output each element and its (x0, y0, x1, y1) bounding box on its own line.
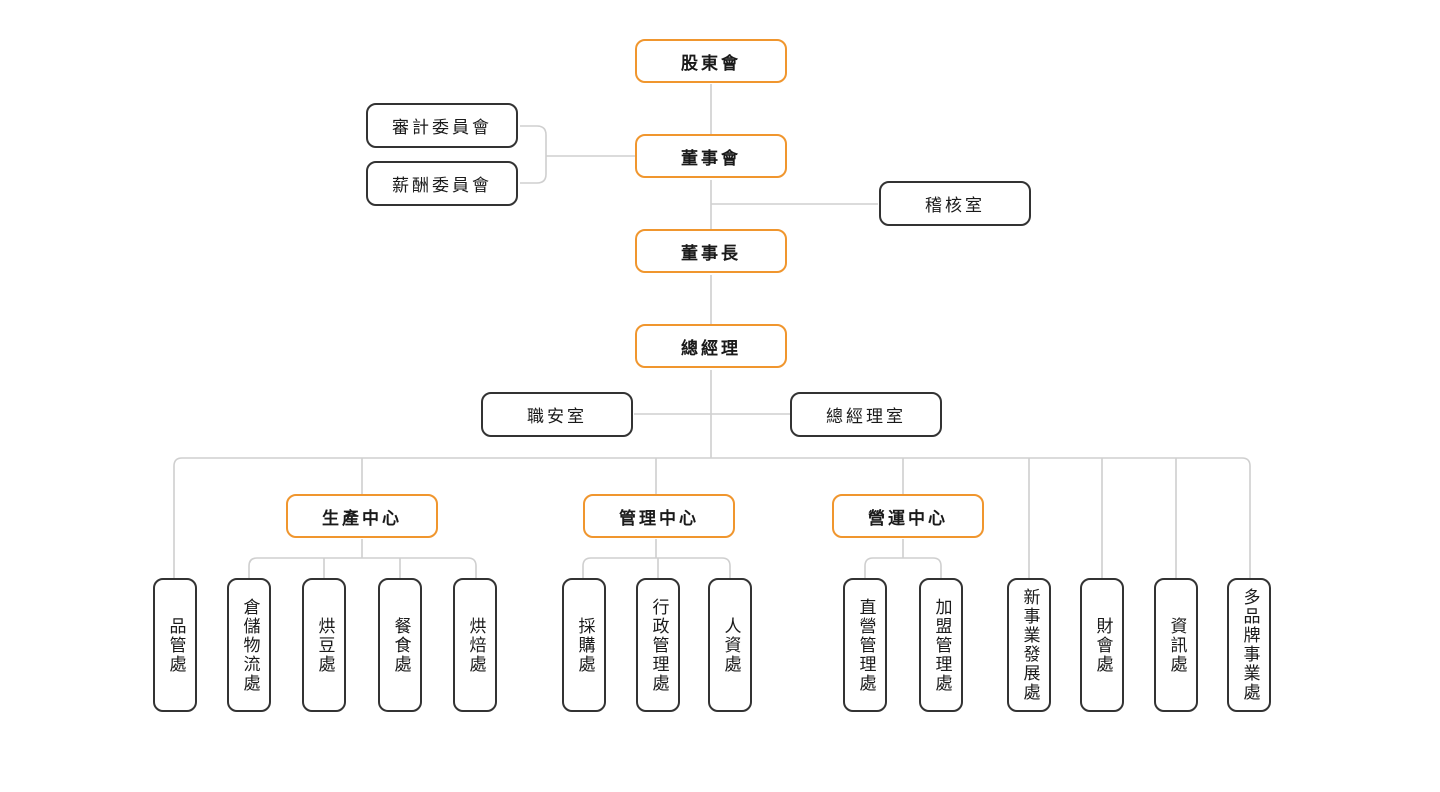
dept-direct-store-label: 直營管理處 (855, 597, 876, 693)
dept-new-business-label: 新事業發展處 (1019, 588, 1040, 702)
dept-purchasing-label: 採購處 (574, 616, 595, 674)
internal-audit-label: 稽核室 (925, 196, 985, 216)
dept-new-business: 新事業發展處 (1007, 578, 1051, 712)
board-box: 董事會 (635, 134, 787, 178)
dept-roasting-bean-label: 烘豆處 (314, 616, 335, 674)
dept-it: 資訊處 (1154, 578, 1198, 712)
operations-center-box: 營運中心 (832, 494, 984, 538)
dept-multi-brand: 多品牌事業處 (1227, 578, 1271, 712)
gm-label: 總經理 (681, 338, 741, 359)
dept-baking: 烘焙處 (453, 578, 497, 712)
dept-warehouse: 倉儲物流處 (227, 578, 271, 712)
gm-office-label: 總經理室 (826, 407, 906, 427)
dept-catering: 餐食處 (378, 578, 422, 712)
dept-warehouse-label: 倉儲物流處 (239, 597, 260, 693)
dept-multi-brand-label: 多品牌事業處 (1239, 588, 1260, 702)
shareholders-label: 股東會 (681, 53, 741, 74)
production-center-box: 生產中心 (286, 494, 438, 538)
management-center-box: 管理中心 (583, 494, 735, 538)
chairman-label: 董事長 (681, 243, 741, 264)
management-center-label: 管理中心 (619, 508, 699, 529)
audit-committee-box: 審計委員會 (366, 103, 518, 148)
audit-committee-label: 審計委員會 (392, 118, 492, 138)
dept-catering-label: 餐食處 (390, 616, 411, 674)
dept-finance-label: 財會處 (1092, 616, 1113, 674)
dept-quality-label: 品管處 (165, 616, 186, 674)
dept-franchise-label: 加盟管理處 (931, 597, 952, 693)
dept-hr-label: 人資處 (720, 616, 741, 674)
internal-audit-box: 稽核室 (879, 181, 1031, 226)
dept-admin: 行政管理處 (636, 578, 680, 712)
safety-office-box: 職安室 (481, 392, 633, 437)
chairman-box: 董事長 (635, 229, 787, 273)
remuneration-committee-box: 薪酬委員會 (366, 161, 518, 206)
dept-finance: 財會處 (1080, 578, 1124, 712)
remuneration-committee-label: 薪酬委員會 (392, 176, 492, 196)
dept-direct-store: 直營管理處 (843, 578, 887, 712)
board-label: 董事會 (681, 148, 741, 169)
safety-office-label: 職安室 (527, 407, 587, 427)
dept-hr: 人資處 (708, 578, 752, 712)
dept-roasting-bean: 烘豆處 (302, 578, 346, 712)
gm-box: 總經理 (635, 324, 787, 368)
operations-center-label: 營運中心 (868, 508, 948, 529)
production-center-label: 生產中心 (322, 508, 402, 529)
dept-purchasing: 採購處 (562, 578, 606, 712)
shareholders-box: 股東會 (635, 39, 787, 83)
dept-it-label: 資訊處 (1166, 616, 1187, 674)
dept-quality: 品管處 (153, 578, 197, 712)
gm-office-box: 總經理室 (790, 392, 942, 437)
dept-admin-label: 行政管理處 (648, 597, 669, 693)
dept-baking-label: 烘焙處 (465, 616, 486, 674)
dept-franchise: 加盟管理處 (919, 578, 963, 712)
